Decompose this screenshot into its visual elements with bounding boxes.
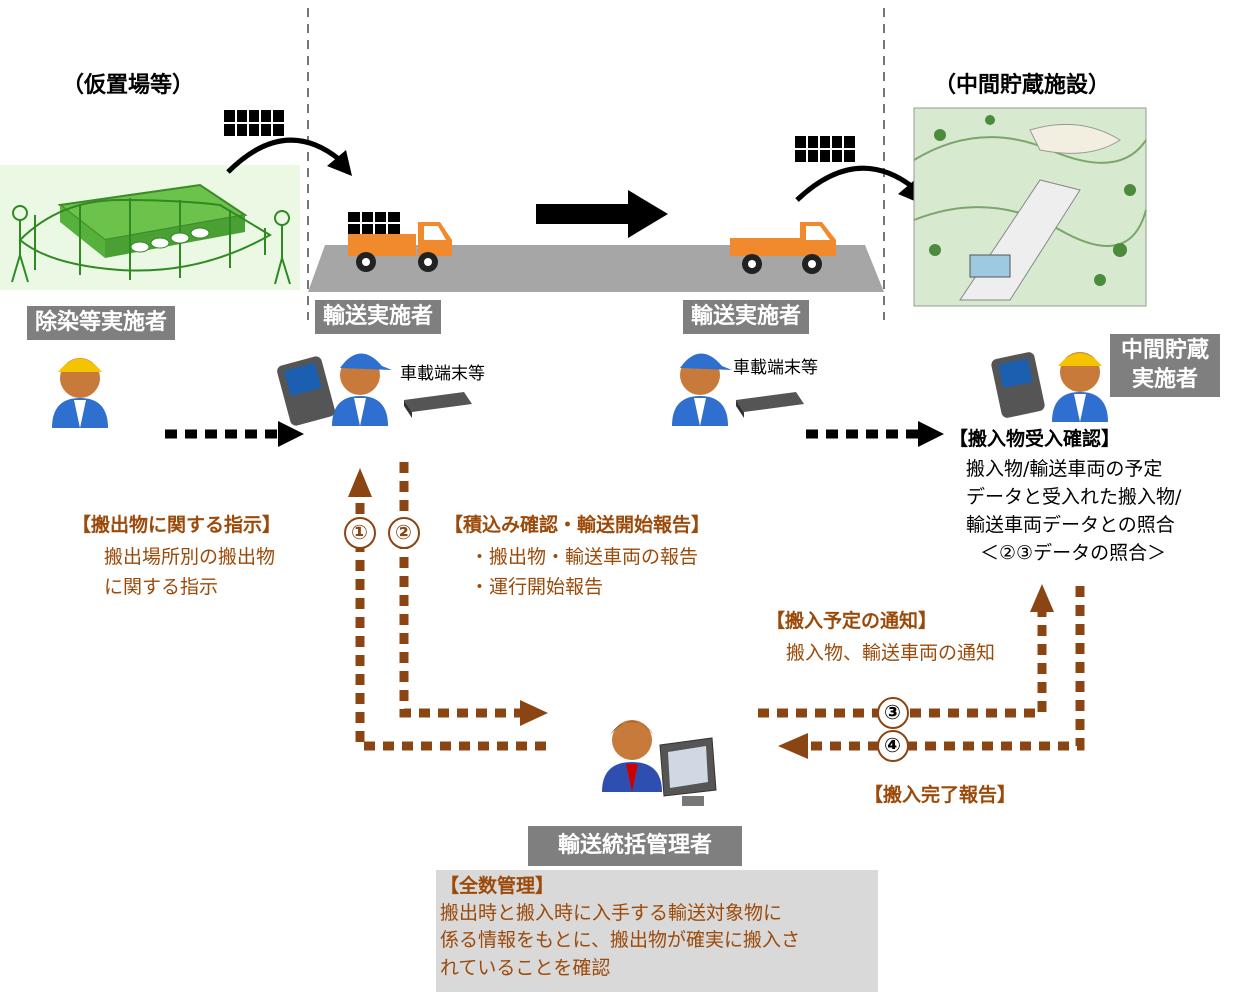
total-line2: 係る情報をもとに、搬出物が確実に搬入さ	[440, 929, 801, 952]
role-interim: 中間貯蔵 実施者	[1110, 334, 1220, 398]
flow-3-schedule-notice	[758, 612, 1047, 718]
loading-line2: ・運行開始報告	[470, 576, 604, 598]
role-transport-2: 輸送実施者	[683, 300, 810, 334]
schedule-title: 【搬入予定の通知】	[766, 610, 938, 632]
acceptance-line1: 搬入物/輸送車両の予定	[966, 458, 1163, 480]
load-curve-arrow	[226, 137, 342, 174]
instruction-title: 【搬出物に関する指示】	[72, 514, 282, 536]
acceptance-line4: ＜②③データの照合＞	[980, 542, 1167, 564]
transport-arrow	[536, 190, 668, 238]
total-line1: 搬出時と搬入時に入手する輸送対象物に	[440, 901, 783, 924]
acceptance-line3: 輸送車両データとの照合	[966, 514, 1175, 536]
manager-computer-icon	[602, 720, 717, 806]
decon-worker-icon	[52, 358, 108, 428]
role-decon: 除染等実施者	[27, 306, 176, 340]
role-manager: 輸送統括管理者	[528, 826, 743, 866]
flow-1-instruction	[355, 495, 546, 751]
truck-loaded	[348, 212, 452, 272]
interim-facility-heading: （中間貯蔵施設）	[934, 73, 1111, 98]
handheld-terminal-icon-1	[277, 356, 335, 426]
loading-line1: ・搬出物・輸送車両の報告	[470, 546, 699, 568]
onboard-terminal-icon-1	[404, 392, 472, 418]
onboard-terminal-icon-2	[736, 392, 804, 418]
handheld-terminal-icon-2	[991, 352, 1045, 418]
role-transport-1: 輸送実施者	[315, 300, 442, 334]
step-3-circle	[877, 697, 909, 729]
complete-title: 【搬入完了報告】	[864, 784, 1017, 806]
step-2-circle	[388, 517, 420, 549]
instruction-line1: 搬出場所別の搬出物	[104, 546, 276, 568]
temp-storage-illustration	[0, 165, 300, 290]
acceptance-line2: データと受入れた搬入物/	[966, 486, 1182, 508]
step-3-label: ③	[884, 700, 901, 724]
step-2-label: ②	[395, 520, 412, 544]
total-management-box: 【全数管理】 搬出時と搬入時に入手する輸送対象物に 係る情報をもとに、搬出物が確…	[436, 870, 878, 992]
unload-curve-arrow	[795, 165, 912, 202]
interim-storage-illustration	[913, 107, 1147, 307]
instruction-line2: に関する指示	[104, 576, 219, 598]
total-line3: れていることを確認	[440, 956, 611, 979]
step-1-circle	[344, 517, 376, 549]
device-label-left: 車載端末等	[400, 364, 485, 384]
role-interim-line1: 中間貯蔵	[1120, 338, 1209, 363]
step-4-circle	[877, 730, 909, 762]
role-interim-line2: 実施者	[1131, 366, 1198, 392]
transport-worker1-icon	[332, 353, 392, 426]
temp-site-heading: （仮置場等）	[62, 73, 195, 98]
step-1-label: ①	[351, 520, 368, 544]
total-title: 【全数管理】	[440, 875, 555, 897]
road	[308, 245, 884, 292]
device-label-right: 車載端末等	[733, 358, 818, 378]
interim-worker-icon	[1052, 352, 1108, 422]
acceptance-title: 【搬入物受入確認】	[949, 428, 1121, 450]
loading-title: 【積込み確認・輸送開始報告】	[444, 514, 711, 536]
truck-empty	[730, 222, 836, 274]
schedule-line1: 搬入物、輸送車両の通知	[786, 642, 996, 664]
step-4-label: ④	[884, 733, 901, 757]
transport-worker2-icon	[672, 353, 732, 426]
